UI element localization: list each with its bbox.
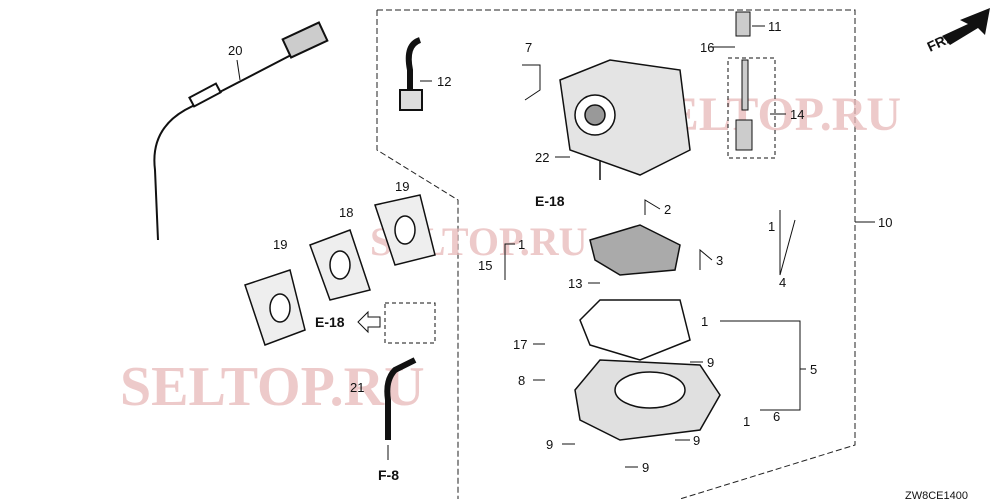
clip-box [384, 302, 436, 344]
needle-parts [727, 11, 776, 159]
svg-text:12: 12 [437, 74, 451, 89]
svg-text:9: 9 [693, 433, 700, 448]
insulator-plates [244, 194, 436, 346]
svg-text:15: 15 [478, 258, 492, 273]
hose-part-12 [399, 37, 423, 111]
float-part-3 [589, 224, 681, 276]
svg-text:8: 8 [518, 373, 525, 388]
svg-text:11: 11 [768, 19, 782, 34]
svg-text:1: 1 [518, 237, 525, 252]
svg-text:1: 1 [701, 314, 708, 329]
arrow-left-icon [357, 310, 381, 334]
svg-text:21: 21 [350, 380, 364, 395]
svg-text:1: 1 [743, 414, 750, 429]
leader-lines [236, 25, 875, 468]
svg-text:2: 2 [664, 202, 671, 217]
svg-text:E-18: E-18 [535, 193, 565, 209]
cable-part-20 [153, 21, 329, 241]
svg-text:5: 5 [810, 362, 817, 377]
svg-text:20: 20 [228, 43, 242, 58]
svg-text:F-8: F-8 [378, 467, 399, 483]
svg-text:17: 17 [513, 337, 527, 352]
svg-text:1: 1 [768, 219, 775, 234]
svg-text:9: 9 [707, 355, 714, 370]
svg-text:4: 4 [779, 275, 786, 290]
svg-text:22: 22 [535, 150, 549, 165]
float-bowl [574, 359, 721, 441]
svg-text:19: 19 [395, 179, 409, 194]
svg-text:18: 18 [339, 205, 353, 220]
svg-text:10: 10 [878, 215, 892, 230]
hose-part-21 [384, 357, 417, 440]
svg-text:19: 19 [273, 237, 287, 252]
svg-text:E-18: E-18 [315, 314, 345, 330]
assembly-boundary [376, 9, 856, 499]
svg-text:16: 16 [700, 40, 714, 55]
svg-text:3: 3 [716, 253, 723, 268]
part-labels: 20 12 7 11 16 14 22 2 10 19 18 19 1 15 3… [228, 19, 892, 475]
svg-text:7: 7 [525, 40, 532, 55]
svg-text:13: 13 [568, 276, 582, 291]
diagram-code: ZW8CE1400 [905, 490, 968, 499]
front-direction-indicator: FR. [925, 8, 990, 55]
svg-text:6: 6 [773, 409, 780, 424]
reference-labels: E-18 E-18 F-8 [315, 193, 565, 483]
svg-text:9: 9 [546, 437, 553, 452]
watermark: SELTOP.RU [120, 356, 425, 418]
svg-text:14: 14 [790, 107, 804, 122]
gasket-part [579, 299, 691, 361]
carburetor-body [559, 59, 691, 180]
svg-text:9: 9 [642, 460, 649, 475]
